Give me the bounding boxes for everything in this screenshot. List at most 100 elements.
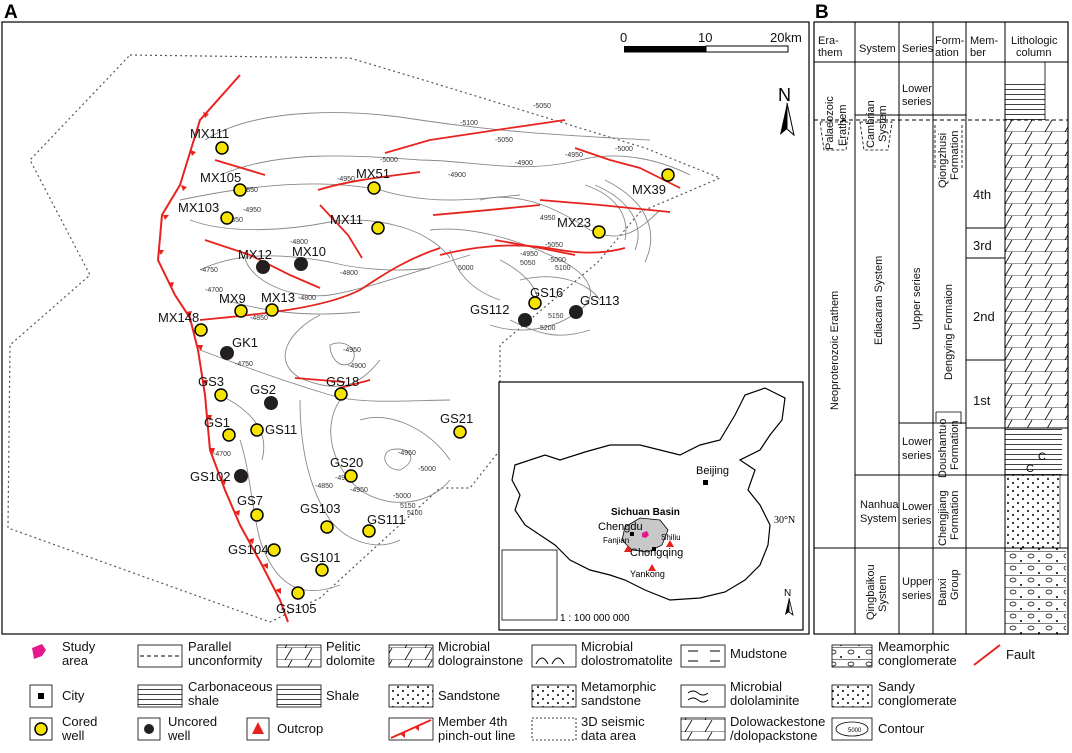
svg-text:-4950: -4950: [337, 176, 355, 183]
svg-text:Member 4th: Member 4th: [438, 714, 507, 729]
well-gs111[interactable]: GS111: [362, 512, 406, 538]
svg-text:Formation: Formation: [949, 130, 961, 180]
svg-text:-4900: -4900: [335, 475, 353, 482]
svg-text:MX148: MX148: [158, 310, 199, 325]
well-gk1[interactable]: GK1: [220, 335, 258, 360]
svg-text:Parallel: Parallel: [188, 639, 231, 654]
svg-text:Lower: Lower: [902, 501, 932, 513]
svg-text:MX111: MX111: [190, 126, 229, 141]
well-gs7[interactable]: GS7: [237, 493, 264, 522]
svg-text:Fault: Fault: [1006, 647, 1035, 662]
well-mx51[interactable]: MX51: [356, 166, 390, 195]
well-mx111[interactable]: MX111: [190, 126, 229, 155]
svg-text:Chengdu: Chengdu: [598, 521, 643, 533]
well-gs21[interactable]: GS21: [440, 411, 473, 439]
pinchout-ticks: [158, 112, 281, 594]
well-gs102[interactable]: GS102: [190, 469, 248, 484]
svg-text:Formation: Formation: [949, 420, 961, 470]
svg-text:GS3: GS3: [198, 374, 224, 389]
svg-text:Formation: Formation: [949, 490, 961, 540]
svg-text:-5000: -5000: [380, 157, 398, 164]
wells: MX111 MX105 MX103 MX51 MX11 MX39 MX23 MX…: [158, 126, 675, 616]
well-mx148[interactable]: MX148: [158, 310, 208, 337]
well-mx10[interactable]: MX10: [292, 244, 326, 271]
svg-text:column: column: [1016, 47, 1051, 59]
legend-mudstone: Mudstone: [680, 644, 787, 668]
well-gs103[interactable]: GS103: [300, 501, 340, 534]
legend-fault: Fault: [973, 644, 1035, 666]
svg-text:Form-: Form-: [935, 35, 965, 47]
svg-text:Cambrian: Cambrian: [865, 100, 877, 148]
svg-text:series: series: [902, 96, 932, 108]
well-gs101[interactable]: GS101: [300, 550, 340, 577]
svg-text:Dengying Formaion: Dengying Formaion: [943, 284, 955, 380]
svg-text:Beijing: Beijing: [696, 465, 729, 477]
svg-text:Lithologic: Lithologic: [1011, 35, 1058, 47]
svg-text:Nanhua: Nanhua: [860, 499, 899, 511]
svg-text:GS7: GS7: [237, 493, 263, 508]
scale-bar: 0 10 20km: [620, 30, 802, 53]
well-mx39[interactable]: MX39: [632, 168, 675, 197]
svg-text:Doushantuo: Doushantuo: [937, 419, 949, 478]
contour-labels: -5050 -5100 -5050 -5000 -4950 -5000 -490…: [200, 103, 633, 517]
svg-text:-4750: -4750: [235, 361, 253, 368]
svg-text:MX11: MX11: [330, 212, 363, 227]
svg-text:Neoproterozoic Erathem: Neoproterozoic Erathem: [829, 291, 841, 410]
legend-contour: 5000 Contour: [831, 717, 925, 741]
well-gs1[interactable]: GS1: [204, 415, 236, 442]
svg-text:Qingbaikou: Qingbaikou: [865, 564, 877, 620]
svg-text:MX105: MX105: [200, 170, 241, 185]
well-mx11[interactable]: MX11: [330, 212, 385, 235]
svg-text:unconformity: unconformity: [188, 653, 263, 668]
well-gs20[interactable]: GS20: [330, 455, 363, 483]
svg-text:GS111: GS111: [367, 512, 406, 527]
svg-text:GS103: GS103: [300, 501, 340, 516]
well-gs113[interactable]: GS113: [569, 293, 620, 319]
svg-text:dololaminite: dololaminite: [730, 693, 799, 708]
well-mx13[interactable]: MX13: [261, 290, 295, 317]
well-gs105[interactable]: GS105: [276, 586, 316, 616]
svg-text:N: N: [784, 588, 791, 599]
well-gs2[interactable]: GS2: [250, 382, 278, 410]
svg-text:-5050: -5050: [533, 103, 551, 110]
legend-city: City: [29, 684, 85, 708]
svg-text:-4800: -4800: [290, 239, 308, 246]
svg-text:dolomite: dolomite: [326, 653, 375, 668]
well-gs18[interactable]: GS18: [326, 374, 359, 401]
svg-text:-4950: -4950: [520, 251, 538, 258]
svg-text:System: System: [877, 105, 889, 142]
svg-text:Shale: Shale: [326, 688, 359, 703]
svg-text:Series: Series: [902, 43, 934, 55]
well-gs104[interactable]: GS104: [228, 542, 281, 557]
svg-text:-5000: -5000: [615, 146, 633, 153]
well-gs16[interactable]: GS16: [528, 285, 563, 310]
china-outline: [511, 387, 786, 601]
well-mx23[interactable]: MX23: [557, 215, 606, 239]
legend-sandstone: Sandstone: [388, 684, 500, 708]
well-mx105[interactable]: MX105: [200, 170, 247, 197]
svg-text:Mudstone: Mudstone: [730, 646, 787, 661]
svg-text:MX39: MX39: [632, 182, 666, 197]
svg-text:dolograinstone: dolograinstone: [438, 653, 523, 668]
well-gs112[interactable]: GS112: [470, 302, 532, 327]
svg-text:ber: ber: [970, 47, 986, 59]
svg-text:5000: 5000: [848, 728, 862, 734]
well-mx103[interactable]: MX103: [178, 200, 234, 225]
svg-text:Yankong: Yankong: [630, 569, 665, 579]
well-mx12[interactable]: MX12: [238, 247, 272, 274]
panel-a-label: A: [4, 2, 18, 23]
legend-dolowackestone: Dolowackestone/dolopackstone: [680, 714, 825, 743]
svg-text:area: area: [62, 653, 89, 668]
well-mx9[interactable]: MX9: [219, 291, 248, 318]
well-gs11[interactable]: GS11: [250, 422, 297, 437]
well-gs3[interactable]: GS3: [198, 374, 228, 402]
